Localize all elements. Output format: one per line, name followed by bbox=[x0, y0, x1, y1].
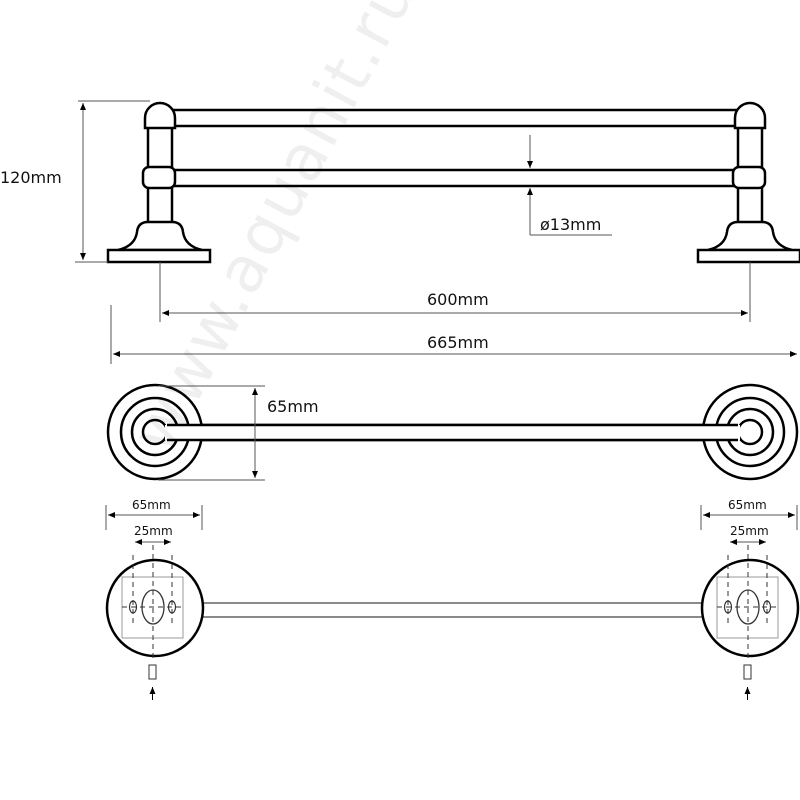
height-label: 120mm bbox=[0, 168, 62, 187]
top-dimensions bbox=[158, 385, 265, 481]
upper-bar bbox=[168, 108, 747, 128]
bar-length-label: 600mm bbox=[427, 290, 489, 309]
right-rosette bbox=[701, 383, 799, 481]
front-view bbox=[106, 101, 800, 264]
left-post bbox=[106, 101, 212, 264]
bar-diameter-label: ø13mm bbox=[540, 215, 602, 234]
left-hole-spacing-label: 25mm bbox=[134, 524, 173, 538]
bottom-dimensions bbox=[105, 505, 798, 545]
right-post bbox=[696, 101, 800, 264]
left-base-width-label: 65mm bbox=[132, 498, 171, 512]
screw-icon bbox=[148, 664, 157, 680]
bottom-view bbox=[105, 505, 800, 700]
front-dimensions bbox=[75, 100, 797, 364]
left-rosette bbox=[106, 383, 204, 481]
right-base-width-label: 65mm bbox=[728, 498, 767, 512]
total-length-label: 665mm bbox=[427, 333, 489, 352]
depth-label: 65mm bbox=[267, 397, 319, 416]
right-hole-spacing-label: 25mm bbox=[730, 524, 769, 538]
right-base bbox=[700, 545, 800, 700]
screw-icon bbox=[743, 664, 752, 680]
left-base bbox=[105, 545, 205, 700]
top-view bbox=[106, 383, 799, 481]
